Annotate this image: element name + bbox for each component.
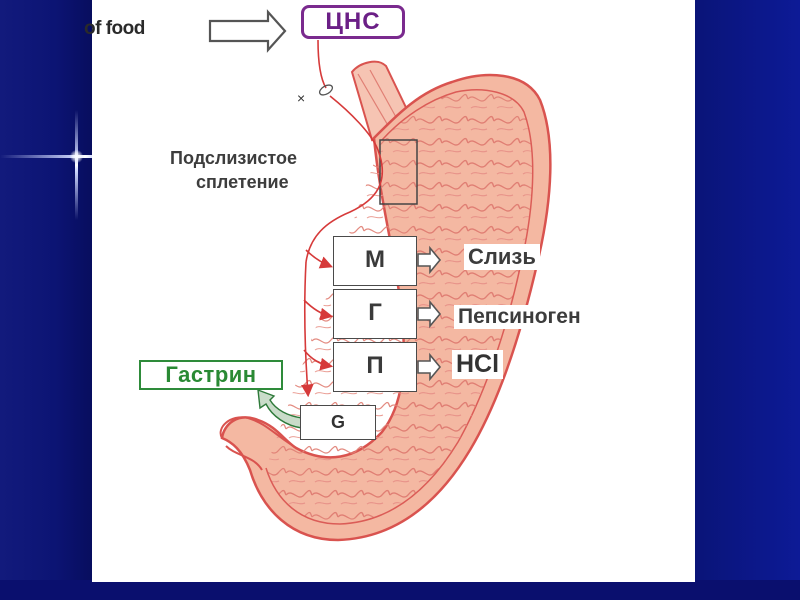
sparkle-vertical [75, 110, 78, 220]
outline-arrow-to-cns [208, 9, 287, 53]
submucosal-plexus-marker [379, 139, 418, 205]
plexus-label-line2: сплетение [196, 172, 289, 192]
gastrin-label: Гастрин [139, 360, 283, 390]
food-label: of food [84, 18, 145, 39]
gastrin-arrow [257, 388, 303, 429]
cell-m: М [333, 236, 417, 286]
cell-g-endocrine: G [300, 405, 376, 440]
sparkle-horizontal [0, 155, 170, 158]
cell-p: П [333, 342, 417, 392]
secretion-mucus: Слизь [464, 244, 540, 270]
secretion-pepsinogen: Пепсиноген [454, 305, 585, 329]
cns-label: ЦНС [301, 5, 405, 39]
nerve-pathway [300, 39, 383, 398]
background-right [695, 0, 800, 600]
background-left [0, 0, 92, 600]
cell-g: Г [333, 289, 417, 339]
secretion-arrows [417, 245, 442, 382]
secretion-hcl: HCl [452, 350, 504, 379]
background-bottom [0, 580, 800, 600]
plexus-label-line1: Подслизистое [170, 148, 298, 168]
x-mark: × [297, 90, 306, 106]
sparkle-center [70, 150, 83, 163]
